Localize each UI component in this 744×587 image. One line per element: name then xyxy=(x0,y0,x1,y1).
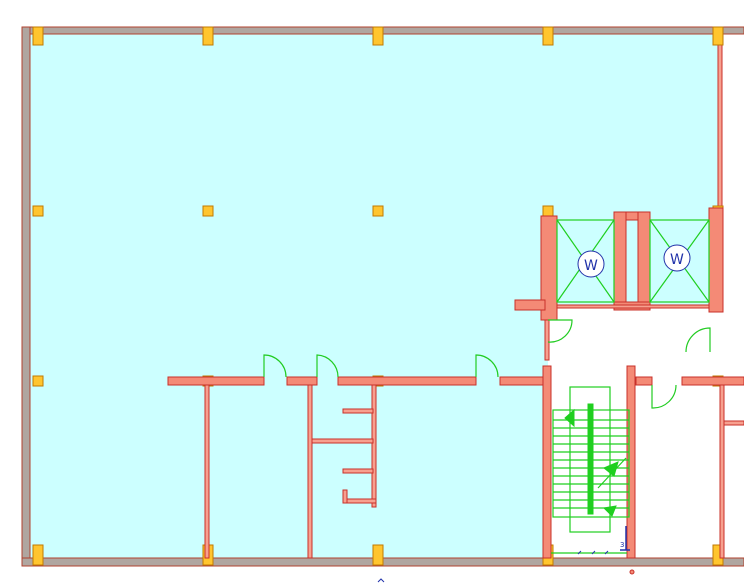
shelf xyxy=(311,438,374,444)
core-wall-stub xyxy=(514,299,546,311)
wc-label-right: W xyxy=(670,252,684,268)
staircase: 3 xyxy=(551,386,630,555)
partition-vertical xyxy=(204,384,210,559)
wc-symbol-left xyxy=(577,250,605,278)
stair-marker xyxy=(620,526,630,551)
stair-arrow-mid xyxy=(603,461,619,477)
markers xyxy=(377,569,635,583)
partition-segment xyxy=(635,376,653,386)
column xyxy=(372,205,384,217)
column xyxy=(202,26,214,46)
core-walls xyxy=(514,207,724,559)
exterior-wall-left xyxy=(21,26,31,567)
partition-vertical xyxy=(719,384,725,559)
column xyxy=(32,375,44,387)
door-swing xyxy=(475,354,499,378)
shelf xyxy=(342,468,374,474)
column xyxy=(542,26,554,46)
stair-wall-left xyxy=(542,365,552,559)
partition-segment xyxy=(681,376,744,386)
column xyxy=(372,544,384,566)
column xyxy=(32,544,44,566)
column xyxy=(372,26,384,46)
core-wall-mid-left xyxy=(613,211,627,311)
restroom-bottom-wall xyxy=(556,304,710,309)
door-swing xyxy=(547,319,573,343)
column xyxy=(32,205,44,217)
interior-partition xyxy=(167,376,744,386)
door-swing xyxy=(685,327,711,353)
shelf xyxy=(342,498,377,504)
column xyxy=(542,205,554,217)
lower-partitions xyxy=(204,384,744,559)
exterior-wall-right-upper xyxy=(717,33,723,217)
stair-arrow-up xyxy=(564,408,575,428)
partition-vertical xyxy=(307,384,313,559)
restroom-left: W xyxy=(556,219,615,303)
partition-stub xyxy=(723,420,744,426)
doors xyxy=(263,319,711,409)
restroom-right: W xyxy=(649,219,710,303)
column xyxy=(712,26,724,46)
partition-segment xyxy=(337,376,477,386)
partition-segment xyxy=(286,376,318,386)
wc-label-left: W xyxy=(584,258,598,274)
door-swing xyxy=(651,384,677,409)
restroom-block xyxy=(548,216,718,308)
stair-handrail xyxy=(587,403,594,515)
door-swing xyxy=(263,354,287,378)
stair-number: 3 xyxy=(620,541,624,549)
stair-ticks xyxy=(577,550,609,555)
shelf xyxy=(342,408,374,414)
core-wall-right xyxy=(708,207,724,313)
column xyxy=(202,205,214,217)
stair-arrow-down xyxy=(602,505,617,517)
partition-vertical xyxy=(371,384,377,508)
column xyxy=(32,26,44,46)
wc-symbol-right xyxy=(663,244,691,272)
stair-wall-right xyxy=(626,365,636,559)
shelf xyxy=(342,489,348,504)
partition-segment xyxy=(167,376,265,386)
partition-segment xyxy=(499,376,546,386)
corridor-wall xyxy=(544,319,550,361)
door-swing xyxy=(316,354,339,378)
core-wall-mid-right xyxy=(637,211,651,311)
